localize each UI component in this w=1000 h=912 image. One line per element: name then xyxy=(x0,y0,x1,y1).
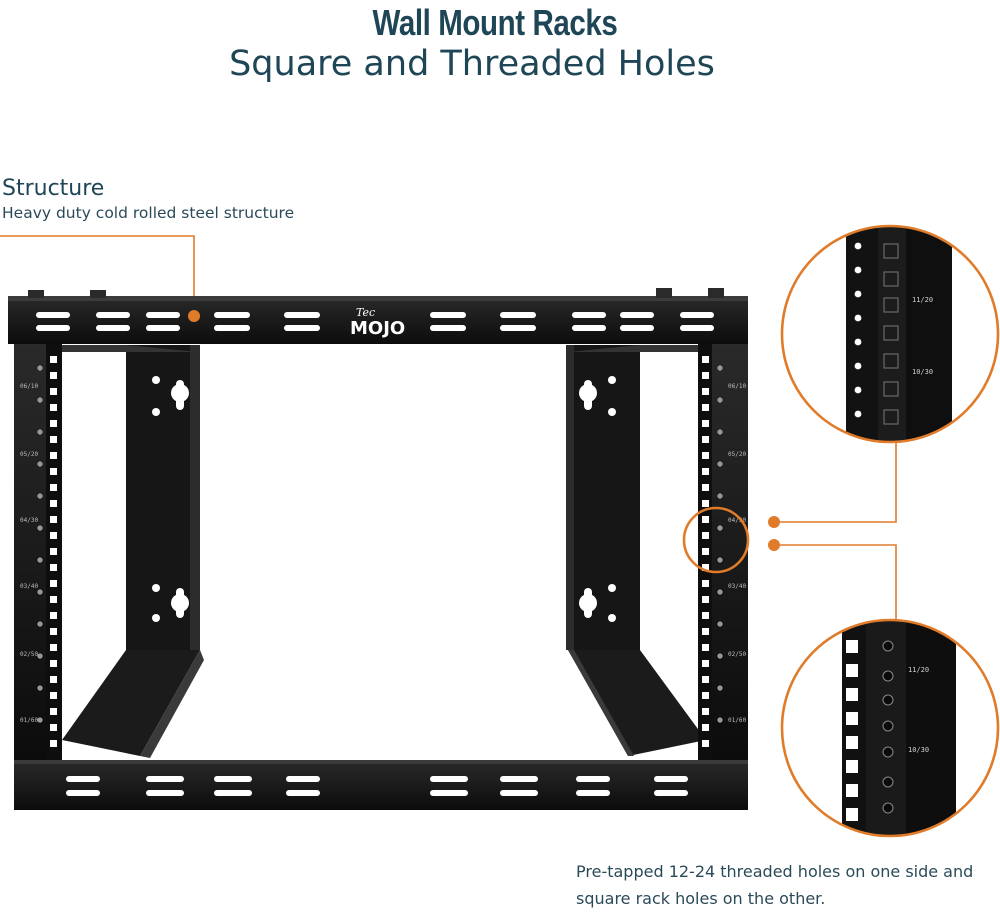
keyhole-slots xyxy=(152,376,616,622)
holes-caption: Pre-tapped 12-24 threaded holes on one s… xyxy=(576,862,974,908)
brand-logo-bottom: MOJO xyxy=(350,318,405,339)
rail-mark-left-5: 02/50 xyxy=(20,651,38,658)
structure-marker-dot xyxy=(188,310,200,322)
zoom-bottom: 11/20 10/30 xyxy=(780,618,1000,838)
zoom-top-mark-1: 11/20 xyxy=(912,296,933,304)
holes-callout-ring xyxy=(682,506,750,574)
page-subtitle: Square and Threaded Holes xyxy=(229,44,715,84)
top-beam-slots xyxy=(36,312,714,331)
structure-heading: Structure xyxy=(2,176,105,201)
bottom-beam xyxy=(14,760,748,810)
right-wall-bracket xyxy=(568,345,640,650)
page-title: Wall Mount Racks xyxy=(372,2,618,43)
rail-mark-right-1: 06/10 xyxy=(728,383,746,390)
callout-dot-top xyxy=(768,516,780,528)
rack-frame: 06/10 05/20 04/30 03/40 02/50 01/60 06/1… xyxy=(8,288,748,810)
brand-logo-top: Tec xyxy=(356,306,375,319)
zoom-top-mark-2: 10/30 xyxy=(912,368,933,376)
rail-mark-left-3: 04/30 xyxy=(20,517,38,524)
top-beam xyxy=(8,296,748,344)
zoom-bottom-mark-2: 10/30 xyxy=(908,746,929,754)
left-bottom-rail xyxy=(62,650,200,756)
right-bottom-rail xyxy=(568,650,706,756)
rail-mark-right-5: 02/50 xyxy=(728,651,746,658)
rail-mark-right-4: 03/40 xyxy=(728,583,746,590)
bottom-beam-slots xyxy=(66,776,688,796)
rail-mark-left-1: 06/10 xyxy=(20,383,38,390)
rail-square-holes xyxy=(50,356,709,747)
structure-callout xyxy=(0,235,195,316)
zoom-top: 11/20 10/30 xyxy=(780,224,1000,444)
rail-mark-right-3: 04/30 xyxy=(728,517,746,524)
rail-mark-right-6: 01/60 xyxy=(728,717,746,724)
rail-mark-right-2: 05/20 xyxy=(728,451,746,458)
structure-description: Heavy duty cold rolled steel structure xyxy=(2,204,295,222)
callout-dot-bottom xyxy=(768,539,780,551)
rail-mark-left-2: 05/20 xyxy=(20,451,38,458)
rail-threaded-holes xyxy=(37,365,723,723)
rail-mark-left-6: 01/60 xyxy=(20,717,38,724)
zoom-bottom-mark-1: 11/20 xyxy=(908,666,929,674)
rail-mark-left-4: 03/40 xyxy=(20,583,38,590)
